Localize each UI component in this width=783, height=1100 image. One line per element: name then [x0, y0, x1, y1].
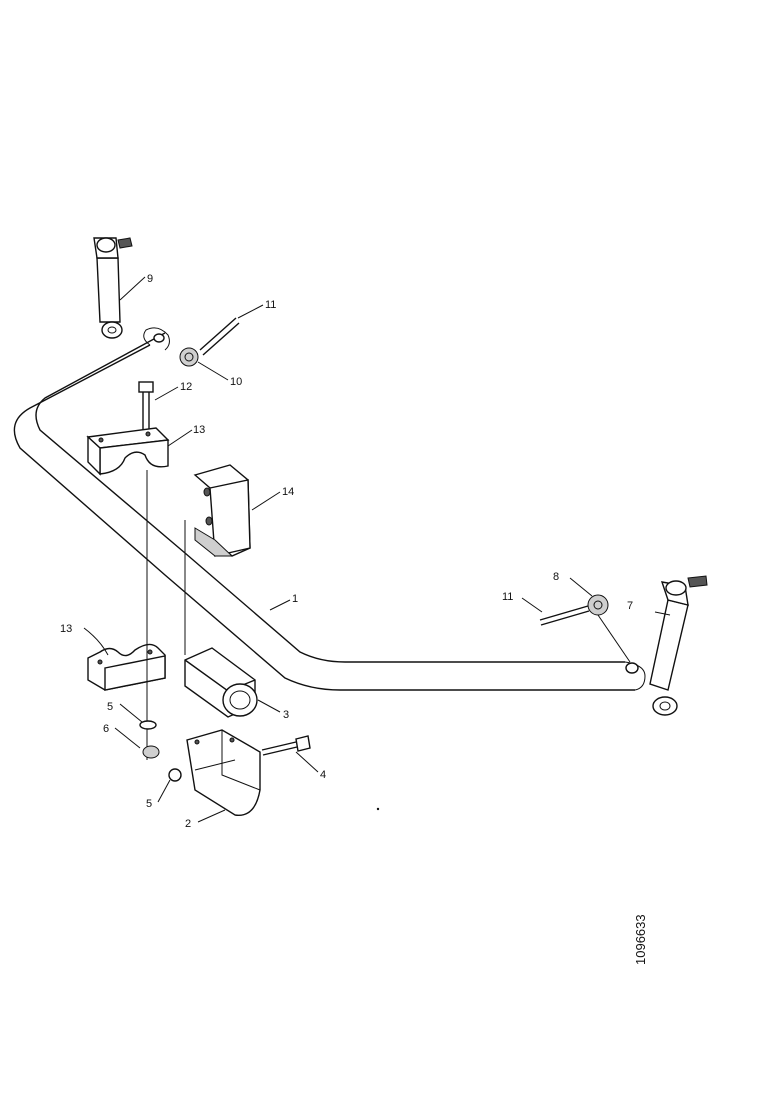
- label-part-1: 1: [292, 593, 298, 605]
- reference-number: 1096633: [633, 914, 648, 965]
- label-part-10: 10: [230, 376, 242, 388]
- label-part-5-upper: 5: [107, 701, 113, 713]
- rubber-bushing: [184, 647, 258, 718]
- stray-dot: [376, 807, 380, 811]
- part-labels: 9 11 10 12 13 14 1 8 11 7 13 5 6 3 4 5 2: [60, 273, 633, 830]
- washer-nut-stack: [139, 720, 182, 782]
- nut-and-bolt-upper: [179, 317, 240, 367]
- label-part-14: 14: [282, 486, 294, 498]
- lower-bracket: [186, 729, 261, 816]
- label-part-13-lower: 13: [60, 623, 72, 635]
- label-part-13-upper: 13: [193, 424, 205, 436]
- clamp-lower: [87, 643, 166, 691]
- bolt-4: [261, 735, 311, 756]
- label-part-5-lower: 5: [146, 798, 152, 810]
- nut-and-bolt-right: [539, 594, 631, 663]
- label-part-6: 6: [103, 723, 109, 735]
- label-part-8: 8: [553, 571, 559, 583]
- clamp-upper: [86, 427, 170, 476]
- bolt-12: [138, 381, 154, 430]
- label-part-4: 4: [320, 769, 326, 781]
- guide-lines: [146, 470, 186, 760]
- label-part-9: 9: [147, 273, 153, 285]
- link-rod-left: [93, 237, 133, 339]
- label-part-3: 3: [283, 709, 289, 721]
- leader-lines: [83, 276, 671, 823]
- bracket-14: [193, 464, 251, 557]
- label-part-11-upper: 11: [265, 299, 276, 311]
- stabilizer-bar: [13, 327, 646, 691]
- link-rod-right: [649, 575, 708, 716]
- label-part-12: 12: [180, 381, 192, 393]
- label-part-11-right: 11: [502, 591, 513, 603]
- label-part-2: 2: [185, 818, 191, 830]
- label-part-7: 7: [627, 600, 633, 612]
